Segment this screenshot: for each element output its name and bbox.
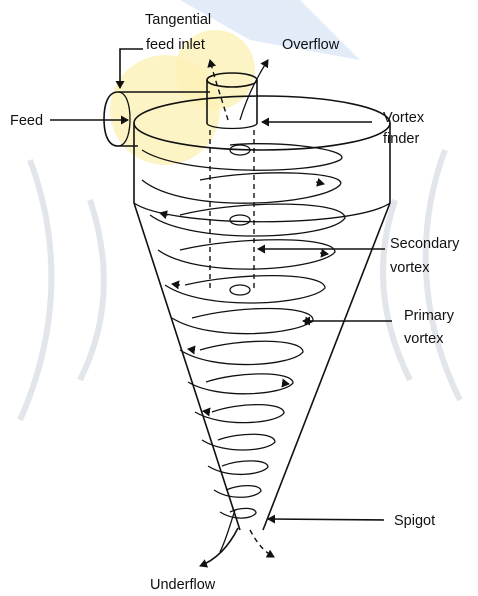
underflow-arrow: [200, 528, 238, 566]
label-secondary-vortex-1: Secondary: [390, 236, 460, 252]
label-feed: Feed: [10, 113, 43, 129]
label-underflow: Underflow: [150, 577, 216, 593]
label-overflow: Overflow: [282, 37, 340, 53]
watermark: [20, 0, 460, 420]
label-vortex-finder-2: finder: [383, 131, 419, 147]
label-vortex-finder-1: Vortex: [383, 110, 425, 126]
label-primary-vortex-1: Primary: [404, 308, 455, 324]
label-tangential: Tangential: [145, 12, 211, 28]
spigot-leader: [268, 519, 384, 520]
label-secondary-vortex-2: vortex: [390, 260, 430, 276]
label-spigot: Spigot: [394, 513, 435, 529]
label-primary-vortex-2: vortex: [404, 331, 444, 347]
label-feed-inlet: feed inlet: [146, 37, 205, 53]
